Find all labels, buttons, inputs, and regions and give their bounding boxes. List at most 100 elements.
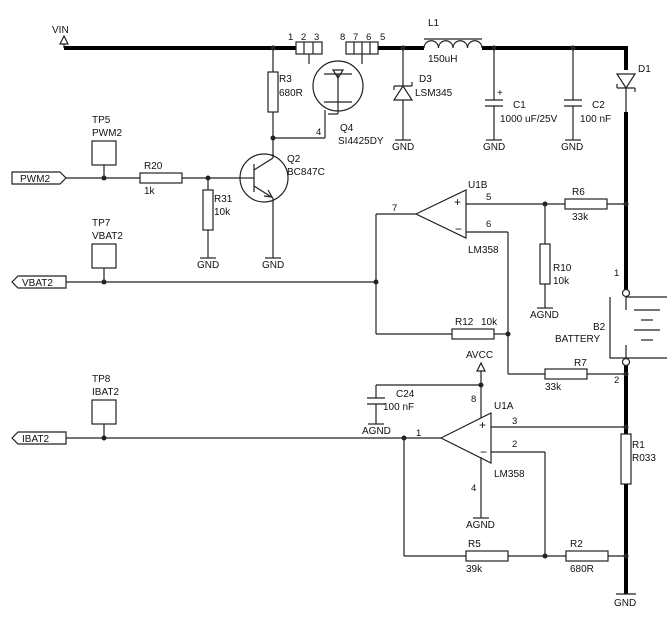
u1a-agnd: AGND [466,520,495,531]
r12-value: 10k [481,317,498,328]
q2-value: BC847C [287,167,325,178]
svg-text:IBAT2: IBAT2 [22,434,49,445]
q2-gnd: GND [262,260,284,271]
pwm2-port: PWM2 [11,171,67,185]
r1-value: R033 [632,453,656,464]
svg-text:8: 8 [471,394,476,405]
r7-ref: R7 [574,358,587,369]
svg-text:7: 7 [392,203,397,214]
tp8-testpoint: TP8 IBAT2 [91,374,119,438]
q4-value: SI4425DY [338,136,384,147]
svg-text:−: − [480,445,487,459]
c24-ref: C24 [396,389,415,400]
d3-gnd: GND [392,142,414,153]
r1-resistor: R1 R033 [620,433,656,485]
r1-ref: R1 [632,440,645,451]
l1-ref: L1 [428,18,440,29]
avcc-label: AVCC [466,350,493,361]
r6-value: 33k [572,212,589,223]
c1-ref: C1 [513,100,526,111]
u1a-opamp: + − U1A LM358 1 2 3 4 [416,401,525,494]
q2-transistor: Q2 BC847C GND [239,153,325,271]
svg-text:7: 7 [353,32,358,43]
tp7-value: VBAT2 [92,231,123,242]
u1b-ref: U1B [468,180,488,191]
svg-text:+: + [479,418,486,432]
svg-text:−: − [455,222,462,236]
tp5-ref: TP5 [92,115,111,126]
r3-ref: R3 [279,74,292,85]
r20-ref: R20 [144,161,163,172]
svg-text:8: 8 [340,32,345,43]
d3-diode: D3 LSM345 GND [392,45,453,153]
svg-text:4: 4 [471,483,476,494]
svg-text:3: 3 [314,32,319,43]
c24-agnd: AGND [362,426,391,437]
c24-capacitor: C24 100 nF AGND [362,384,481,437]
avcc-supply: AVCC 8 [466,350,493,419]
q4-ref: Q4 [340,123,354,134]
r31-resistor: R31 10k GND [197,175,233,271]
r20-resistor: R20 1k [139,161,240,197]
c2-ref: C2 [592,100,605,111]
c2-value: 100 nF [580,114,611,125]
l1-inductor: L1 150uH [423,18,483,65]
r10-value: 10k [553,276,570,287]
d1-diode: D1 [615,46,651,92]
tp8-value: IBAT2 [92,387,119,398]
tp8-ref: TP8 [92,374,111,385]
c1-value: 1000 uF/25V [500,114,558,125]
svg-text:PWM2: PWM2 [20,174,50,185]
r10-agnd: AGND [530,310,559,321]
tp7-ref: TP7 [92,218,111,229]
c2-gnd: GND [561,142,583,153]
svg-text:6: 6 [366,32,371,43]
b2-value: BATTERY [555,334,601,345]
svg-text:2: 2 [301,32,306,43]
l1-value: 150uH [428,54,457,65]
d3-value: LSM345 [415,88,453,99]
b2-ref: B2 [593,322,606,333]
r12-resistor: R12 10k [376,317,511,340]
tp5-testpoint: TP5 PWM2 [91,115,122,181]
main-gnd: GND [614,593,636,609]
r31-ref: R31 [214,194,233,205]
r31-gnd: GND [197,260,219,271]
d1-ref: D1 [638,64,651,75]
c1-capacitor: + C1 1000 uF/25V GND [483,45,558,153]
q4-pin-block-right: 8 7 6 5 [340,32,385,55]
svg-text:5: 5 [380,32,385,43]
svg-text:6: 6 [486,219,491,230]
vin-label: VIN [52,25,69,36]
c1-gnd: GND [483,142,505,153]
svg-text:1: 1 [288,32,293,43]
q4-mosfet: Q4 SI4425DY 4 [308,54,384,147]
c2-capacitor: C2 100 nF GND [561,45,611,153]
r2-resistor: R2 680R [565,539,629,575]
u1a-value: LM358 [494,469,525,480]
r7-resistor: R7 33k [544,358,629,393]
svg-text:4: 4 [316,127,321,138]
u1b-opamp: + − U1B LM358 5 6 7 [392,180,499,256]
c24-value: 100 nF [383,402,414,413]
r10-ref: R10 [553,263,572,274]
r5-value: 39k [466,564,483,575]
r6-resistor: R6 33k [564,187,629,223]
r3-value: 680R [279,88,303,99]
q2-ref: Q2 [287,154,301,165]
ibat2-port: IBAT2 [11,431,67,445]
r31-value: 10k [214,207,231,218]
svg-text:2: 2 [512,439,517,450]
r7-value: 33k [545,382,562,393]
r20-value: 1k [144,186,156,197]
vbat2-port: VBAT2 [11,275,67,289]
d3-ref: D3 [419,74,432,85]
c1-plus: + [497,88,503,99]
r2-ref: R2 [570,539,583,550]
r10-resistor: R10 10k AGND [530,204,572,321]
r3-resistor: R3 680R [267,45,303,160]
r2-value: 680R [570,564,594,575]
r12-ref: R12 [455,317,474,328]
r5-resistor: R5 39k [465,539,566,575]
